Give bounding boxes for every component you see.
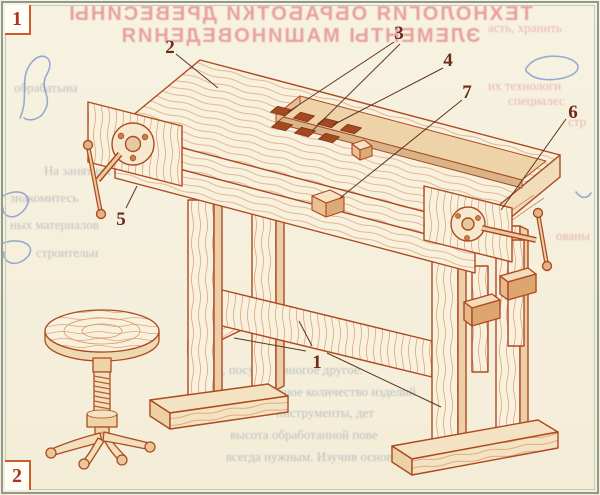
- figure-number-bottom-label: 2: [12, 464, 22, 487]
- stool-seat: [44, 309, 160, 353]
- bleed-fragment: всегда нужным. Изучив основы техн: [226, 449, 430, 464]
- figure-number-top: 1: [5, 5, 31, 35]
- bleed-fragment: стр: [568, 114, 587, 129]
- callout-label-6: 6: [568, 102, 578, 123]
- benchtop-top-face: [114, 59, 561, 226]
- callout-label-1: 1: [312, 352, 322, 373]
- stool-screw: [86, 357, 118, 438]
- pen-scribble: [2, 240, 32, 265]
- stool: [44, 309, 160, 470]
- callout-label-2: 2: [165, 37, 175, 58]
- pen-scribble: [19, 55, 51, 121]
- right-vise: [423, 185, 553, 272]
- stool-base: [45, 431, 156, 470]
- left-vise-screw: [95, 152, 123, 182]
- bleed-fragment: знакомитесь: [10, 190, 79, 205]
- adjustment-slats: [463, 239, 537, 373]
- figure-number-bottom: 2: [5, 460, 31, 490]
- bleed-fragment: строительн: [36, 245, 99, 260]
- front-left-leg: [187, 199, 223, 411]
- pen-scribble: [524, 55, 579, 81]
- left-vise: [82, 101, 183, 220]
- bleed-fragment: специалес: [508, 93, 565, 108]
- left-foot: [149, 383, 289, 430]
- bleed-fragment: инструменты, дет: [276, 405, 375, 420]
- bleed-fragment: ованы: [556, 228, 590, 243]
- callout-labels: 1 2 3 4 5 6 7: [116, 23, 578, 373]
- left-vise-handle: [82, 139, 107, 220]
- bleed-fragment: высота обработанной пове: [230, 427, 378, 442]
- right-vise-screw: [481, 225, 537, 243]
- front-right-leg: [431, 261, 467, 447]
- benchtop: [114, 59, 561, 248]
- callout-label-4: 4: [443, 50, 453, 71]
- callout-label-5: 5: [116, 209, 126, 230]
- callout-label-3: 3: [394, 23, 404, 44]
- callout-label-7: 7: [462, 82, 472, 103]
- bench-tray: [275, 95, 547, 189]
- right-vise-handle: [532, 207, 553, 272]
- pen-scribble: [575, 191, 592, 199]
- bleed-fragment: асть, хранить: [488, 20, 562, 35]
- bleed-fragment: их технологи: [488, 78, 562, 93]
- pen-scribble: [2, 191, 29, 218]
- callout-leader-lines: [125, 41, 567, 408]
- middle-board: [213, 287, 433, 378]
- bleed-fragment: обрабатыва: [14, 80, 78, 95]
- right-foot: [391, 419, 559, 476]
- figure-number-top-label: 1: [12, 7, 22, 30]
- bench-stop-blocks: [311, 139, 373, 218]
- bleed-fragment: ных материалов: [10, 217, 99, 232]
